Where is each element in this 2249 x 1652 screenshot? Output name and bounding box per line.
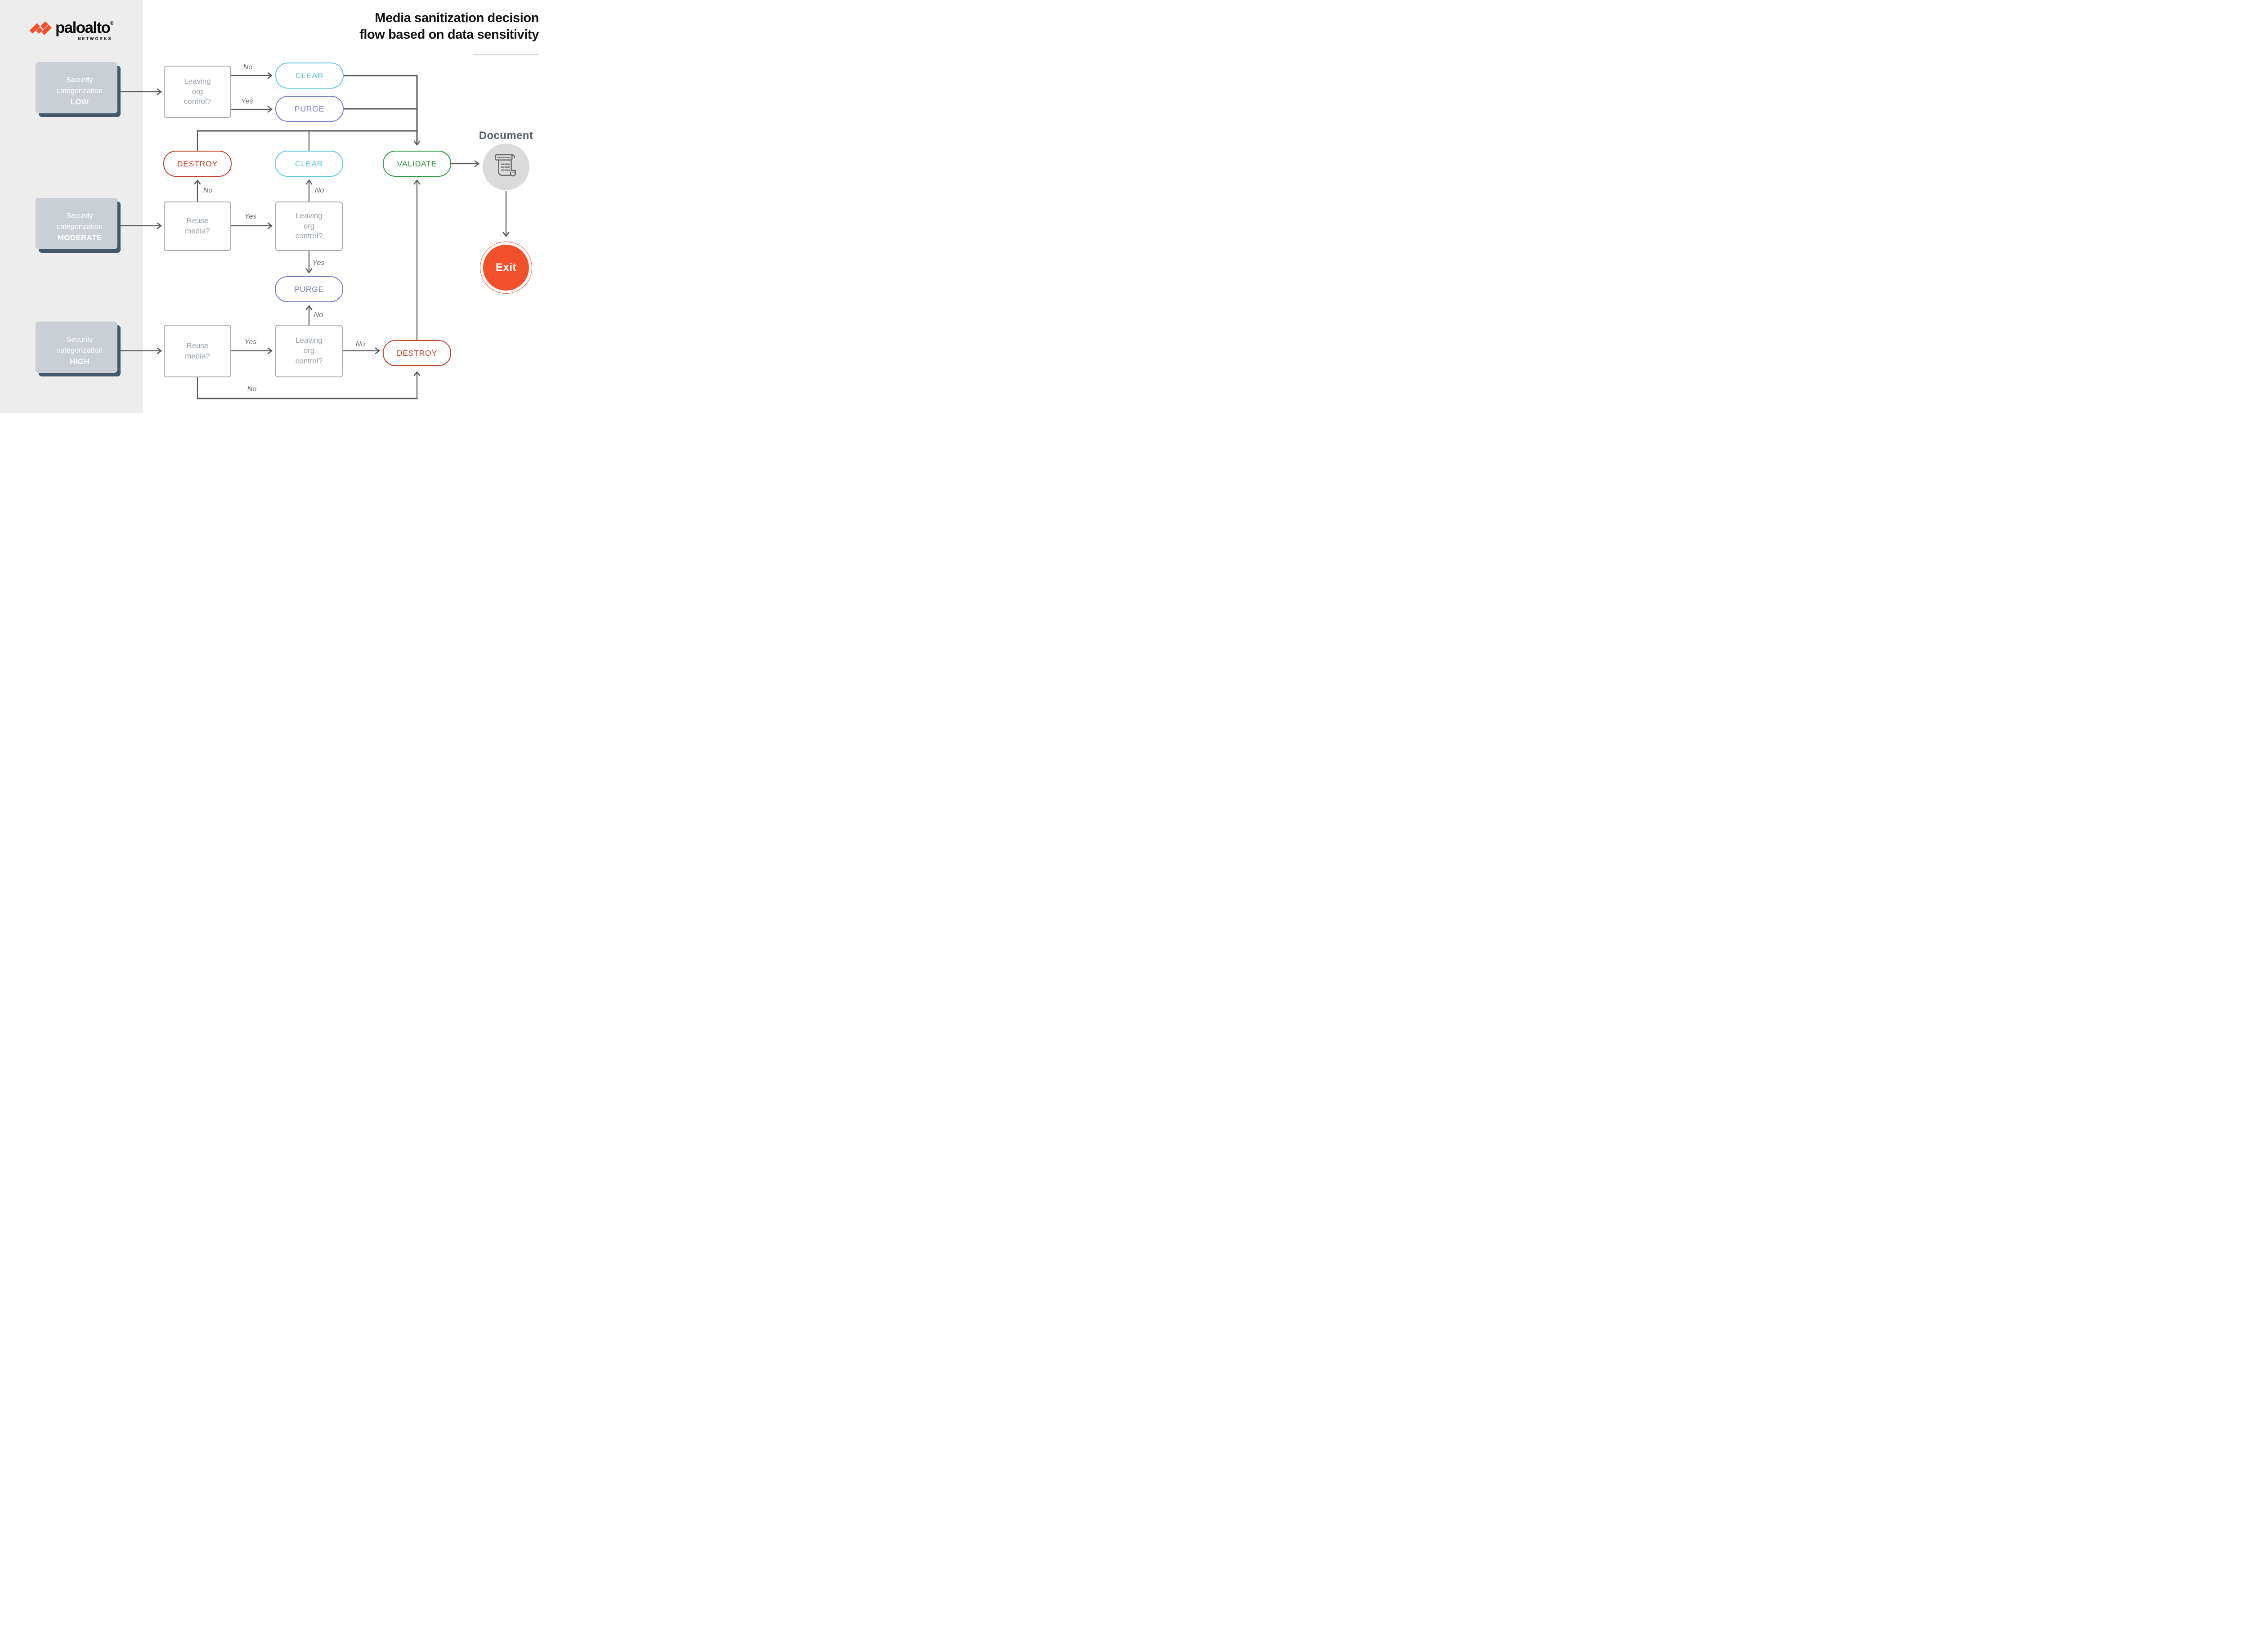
question-high-reuse-media-text: Reuse media? bbox=[185, 341, 210, 360]
pill-destroy-high: DESTROY bbox=[383, 340, 451, 366]
exit-terminal: Exit bbox=[480, 242, 532, 294]
input-box-high-level: HIGH bbox=[70, 357, 90, 366]
edge-label-mod-reuse-no: No bbox=[203, 187, 213, 194]
page-title: Media sanitization decision flow based o… bbox=[359, 10, 539, 43]
pill-validate: VALIDATE bbox=[383, 151, 451, 177]
input-box-moderate-level: MODERATE bbox=[57, 233, 102, 242]
exit-label: Exit bbox=[495, 261, 516, 273]
logo-brand-text: paloalto bbox=[55, 19, 111, 36]
logo-registered-mark: ® bbox=[110, 21, 114, 26]
edge-label-high-reuse-yes: Yes bbox=[244, 338, 257, 346]
flow-connectors bbox=[121, 72, 510, 399]
paloalto-logo: paloalto® NETWORKS bbox=[29, 19, 114, 41]
edge-label-mod-reuse-yes: Yes bbox=[244, 213, 257, 220]
input-box-high: Security categorization HIGH bbox=[36, 322, 121, 376]
question-moderate-reuse-media-text: Reuse media? bbox=[185, 216, 210, 235]
pill-clear-mid: CLEAR bbox=[275, 151, 343, 177]
pill-purge-low: PURGE bbox=[275, 96, 344, 122]
input-box-low-level: LOW bbox=[70, 97, 89, 106]
question-high-leaving-org-text: Leaving org control? bbox=[295, 336, 323, 365]
paloalto-logo-mark-icon bbox=[29, 20, 52, 41]
pill-purge-mid: PURGE bbox=[275, 276, 343, 302]
edge-label-low-yes: Yes bbox=[241, 98, 253, 105]
page-title-line2: flow based on data sensitivity bbox=[359, 27, 539, 42]
input-box-low: Security categorization LOW bbox=[36, 62, 121, 117]
question-high-reuse-media: Reuse media? bbox=[164, 325, 231, 377]
question-low-leaving-org: Leaving org control? bbox=[164, 66, 231, 118]
input-box-moderate-text: Security categorization bbox=[56, 211, 103, 231]
input-box-low-text: Security categorization bbox=[56, 76, 103, 95]
media-sanitization-infographic: paloalto® NETWORKS Media sanitization de… bbox=[0, 0, 562, 413]
logo-networks-text: NETWORKS bbox=[77, 36, 112, 41]
edge-label-mod-leaving-yes: Yes bbox=[312, 259, 325, 267]
title-divider bbox=[473, 54, 539, 55]
exit-terminal-fill: Exit bbox=[483, 245, 529, 291]
question-moderate-leaving-org-text: Leaving org control? bbox=[295, 211, 323, 241]
scroll-document-icon bbox=[494, 152, 518, 182]
question-moderate-reuse-media: Reuse media? bbox=[164, 201, 231, 251]
document-terminal bbox=[483, 143, 529, 190]
edge-label-high-purge-no: No bbox=[314, 311, 323, 319]
pill-destroy-mid: DESTROY bbox=[163, 151, 232, 177]
question-moderate-leaving-org: Leaving org control? bbox=[275, 201, 343, 251]
edge-label-low-no: No bbox=[243, 63, 253, 71]
edge-label-mod-leaving-no: No bbox=[314, 187, 324, 194]
edge-label-high-leaving-no: No bbox=[355, 340, 365, 348]
page-title-line1: Media sanitization decision bbox=[375, 11, 539, 25]
question-low-leaving-org-text: Leaving org control? bbox=[184, 76, 211, 106]
document-label: Document bbox=[479, 130, 533, 142]
edge-label-high-bottom-no: No bbox=[247, 385, 257, 393]
pill-clear-low: CLEAR bbox=[275, 63, 344, 89]
input-box-moderate: Security categorization MODERATE bbox=[36, 198, 121, 253]
question-high-leaving-org: Leaving org control? bbox=[275, 325, 343, 377]
input-box-high-text: Security categorization bbox=[56, 335, 103, 354]
